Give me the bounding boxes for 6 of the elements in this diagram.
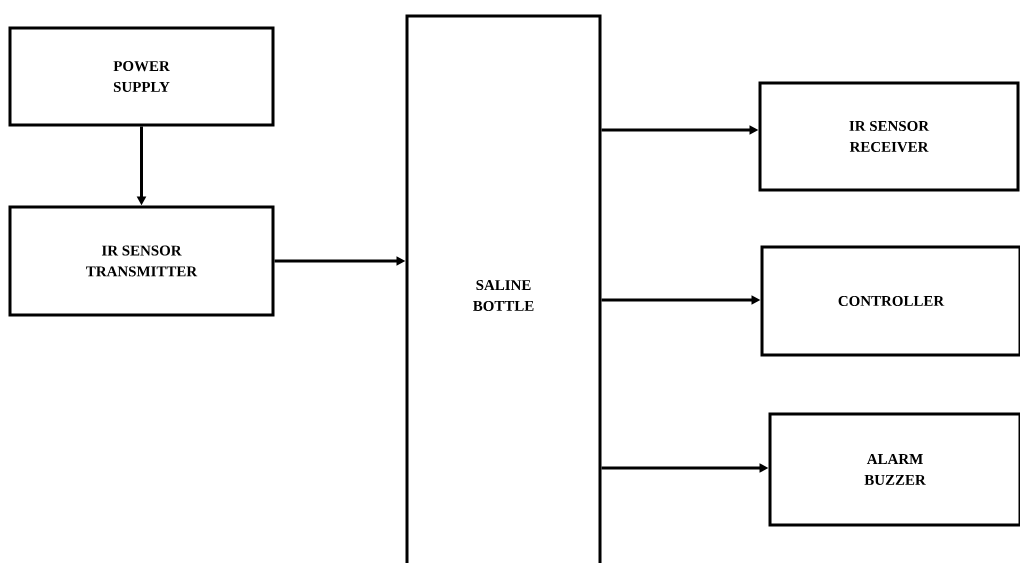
block-box: SALINE BOTTLE bbox=[405, 14, 602, 563]
block-box: IR SENSOR RECEIVER bbox=[758, 81, 1020, 192]
block-box: CONTROLLER bbox=[760, 245, 1020, 357]
block-box: POWER SUPPLY bbox=[8, 26, 275, 127]
block-box: ALARM BUZZER bbox=[768, 412, 1020, 527]
block-box: IR SENSOR TRANSMITTER bbox=[8, 205, 275, 317]
